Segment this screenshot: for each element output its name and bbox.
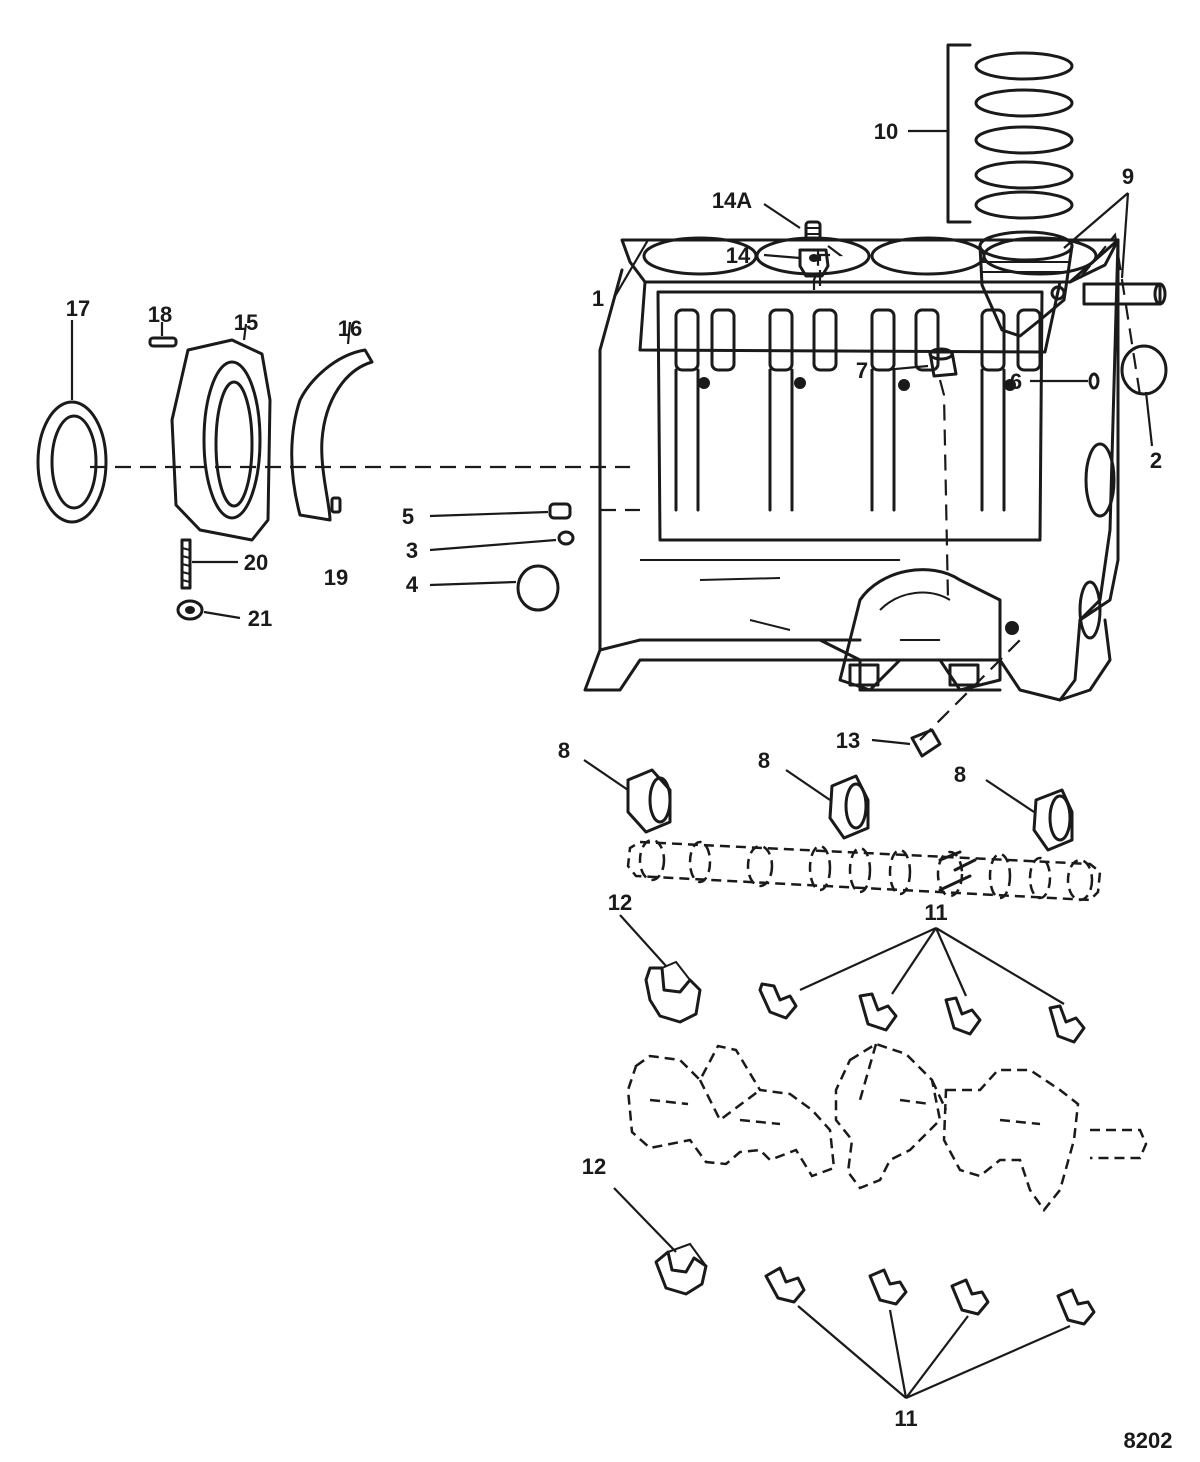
expansion-plug-2 <box>1120 344 1168 447</box>
plug-line-7 <box>938 379 950 601</box>
callout-15: 15 <box>234 310 258 335</box>
thrust-bearing-upper <box>619 914 702 1024</box>
cam-bearing-2 <box>785 769 870 840</box>
cam-bearing-3 <box>985 779 1074 852</box>
callout-7: 7 <box>856 358 868 383</box>
callout-10: 10 <box>874 119 898 144</box>
figure-number: 8202 <box>1124 1428 1173 1453</box>
callout-6: 6 <box>1010 369 1022 394</box>
callout-14a: 14A <box>712 188 752 213</box>
callout-3: 3 <box>406 538 418 563</box>
plug-5 <box>429 502 572 520</box>
main-bearing-lower <box>764 1266 1096 1400</box>
screw <box>148 322 178 348</box>
callout-9: 9 <box>1122 164 1134 189</box>
piston-pin <box>1082 192 1167 306</box>
pin-6 <box>1030 372 1100 390</box>
callout-21: 21 <box>248 606 272 631</box>
thrust-bearing-lower <box>613 1187 708 1296</box>
callout-1: 1 <box>592 286 604 311</box>
leader-1 <box>613 239 649 299</box>
cam-bearing-1 <box>583 759 672 834</box>
callout-8c: 8 <box>954 762 966 787</box>
callout-13: 13 <box>836 728 860 753</box>
callout-11-upper: 11 <box>924 900 947 925</box>
callout-17: 17 <box>66 296 90 321</box>
plug-line-2 <box>1079 232 1142 396</box>
main-bearing-upper <box>758 926 1086 1044</box>
callout-8a: 8 <box>558 738 570 763</box>
piston-rings <box>908 43 1074 224</box>
crankshaft <box>626 1042 1148 1213</box>
plug-13 <box>871 728 942 758</box>
lifter-bores <box>674 308 1042 512</box>
piston <box>978 192 1129 338</box>
seal-retainer <box>170 323 272 542</box>
drain-plug-14 <box>763 248 830 278</box>
camshaft <box>626 838 1102 902</box>
callout-12-lower: 12 <box>582 1154 606 1179</box>
callout-12-upper: 12 <box>608 890 632 915</box>
plug-14a <box>763 203 822 242</box>
dowel-pin <box>330 496 342 514</box>
callout-2: 2 <box>1150 448 1162 473</box>
callout-5: 5 <box>402 504 414 529</box>
callout-18: 18 <box>148 302 172 327</box>
callout-19: 19 <box>324 565 348 590</box>
callout-20: 20 <box>244 550 268 575</box>
callout-16: 16 <box>338 316 362 341</box>
retainer-gasket <box>290 321 374 522</box>
callout-4: 4 <box>406 572 419 597</box>
drain-plug-line <box>818 239 844 286</box>
callout-11-lower: 11 <box>894 1406 917 1431</box>
rear-main-seal <box>36 320 108 524</box>
cylinder-block <box>583 236 1120 702</box>
stud <box>180 538 238 590</box>
callout-labels: 1 2 3 4 5 6 7 8 8 8 9 10 11 11 12 12 13 … <box>66 119 1173 1453</box>
plug-3 <box>429 530 575 552</box>
callout-14: 14 <box>726 243 751 268</box>
plug-7 <box>883 347 958 378</box>
nut <box>176 599 241 621</box>
plug-4 <box>429 564 560 612</box>
callout-8b: 8 <box>758 748 770 773</box>
